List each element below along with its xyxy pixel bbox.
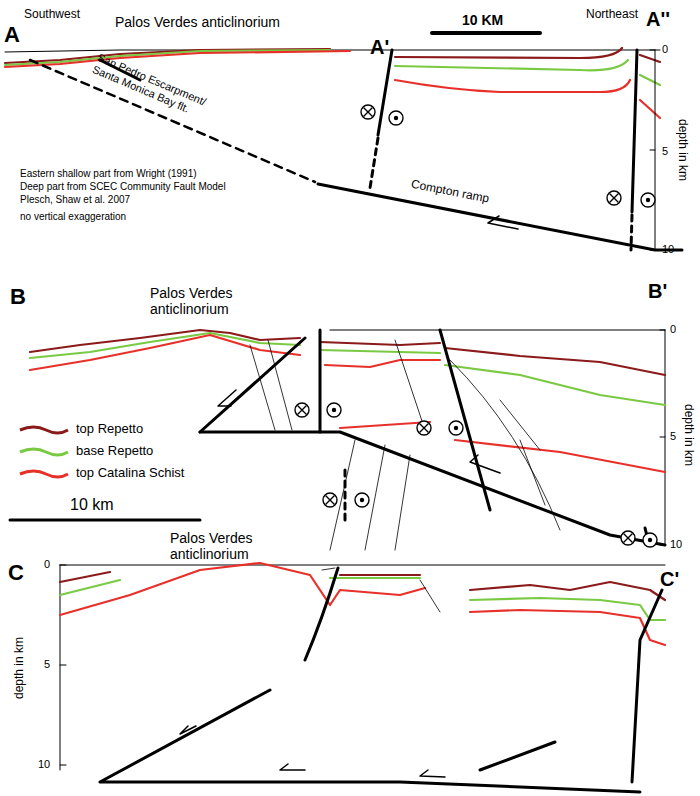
section-label: 5 xyxy=(662,145,668,158)
legend-sample xyxy=(20,449,68,455)
section-label: B xyxy=(10,284,26,309)
section-label: 5 xyxy=(670,430,676,443)
section-label: Southwest xyxy=(24,8,80,22)
section-label: depth in km xyxy=(13,637,27,699)
section-label: 10 KM xyxy=(462,12,503,28)
legend-text: base Repetto xyxy=(76,444,153,459)
legend-sample xyxy=(20,427,68,433)
section-label: A' xyxy=(370,36,389,59)
section-label: A'' xyxy=(646,8,670,31)
section-label: Compton ramp xyxy=(410,178,491,207)
section-label: San Pedro Escarpment/ Santa Monica Bay f… xyxy=(91,51,230,129)
section-label: Deep part from SCEC Community Fault Mode… xyxy=(20,181,226,193)
section-label: B' xyxy=(648,280,667,303)
section-label: depth in km xyxy=(681,404,695,466)
section-label: Plesch, Shaw et al. 2007 xyxy=(20,194,130,206)
section-label: depth in km xyxy=(675,119,689,181)
section-label: 10 km xyxy=(70,496,114,514)
section-label: 0 xyxy=(670,323,676,336)
legend-sample xyxy=(20,471,68,477)
section-label: C xyxy=(8,560,24,585)
section-label: C' xyxy=(660,568,679,591)
section-label: Palos Verdes anticlinorium xyxy=(115,14,280,30)
section-label: 0 xyxy=(44,558,50,571)
section-label: Palos Verdes anticlinorium xyxy=(170,530,265,562)
section-label: Northeast xyxy=(586,8,638,22)
section-label: Palos Verdes anticlinorium xyxy=(150,285,245,317)
legend-text: top Catalina Schist xyxy=(76,466,184,481)
section-label: 10 xyxy=(662,243,674,256)
section-label: 5 xyxy=(44,658,50,671)
section-label: Eastern shallow part from Wright (1991) xyxy=(20,168,197,180)
section-label: 0 xyxy=(662,43,668,56)
legend-text: top Repetto xyxy=(76,422,143,437)
section-label: 10 xyxy=(670,538,682,551)
section-label: 10 xyxy=(38,758,50,771)
section-label: no vertical exaggeration xyxy=(20,211,126,223)
section-label: A xyxy=(4,22,20,47)
legend-samples xyxy=(14,420,74,490)
